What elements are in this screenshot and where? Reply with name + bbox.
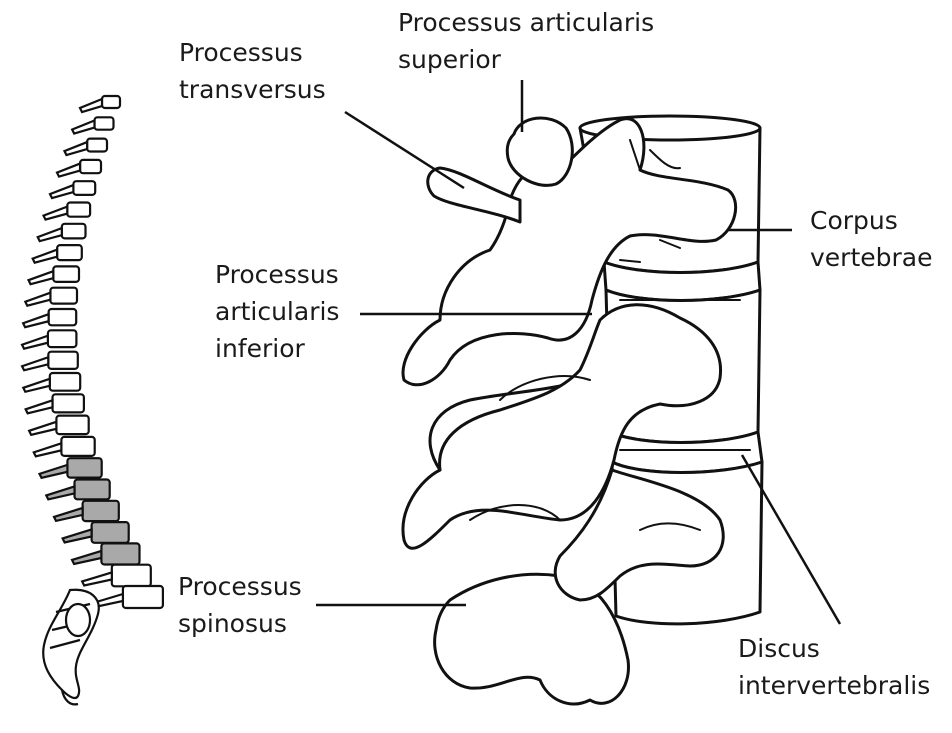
- label-processus-spinosus: Processus spinosus: [178, 568, 302, 642]
- label-line: transversus: [179, 71, 326, 108]
- transverse-process: [428, 168, 520, 222]
- label-processus-articularis-inferior: Processus articularis inferior: [215, 256, 339, 367]
- label-line: superior: [398, 41, 654, 78]
- label-line: Processus: [179, 34, 326, 71]
- label-line: articularis: [215, 293, 339, 330]
- label-line: inferior: [215, 330, 339, 367]
- label-line: Corpus: [810, 202, 933, 239]
- label-line: Discus: [738, 630, 930, 667]
- label-line: vertebrae: [810, 239, 933, 276]
- label-corpus-vertebrae: Corpus vertebrae: [810, 202, 933, 276]
- label-line: spinosus: [178, 605, 302, 642]
- label-processus-transversus: Processus transversus: [179, 34, 326, 108]
- label-processus-articularis-superior: Processus articularis superior: [398, 4, 654, 78]
- label-line: Processus articularis: [398, 4, 654, 41]
- label-line: Processus: [215, 256, 339, 293]
- label-line: intervertebralis: [738, 667, 930, 704]
- label-discus-intervertebralis: Discus intervertebralis: [738, 630, 930, 704]
- superior-articular-process: [507, 118, 572, 185]
- label-line: Processus: [178, 568, 302, 605]
- leader-transversus: [345, 112, 464, 188]
